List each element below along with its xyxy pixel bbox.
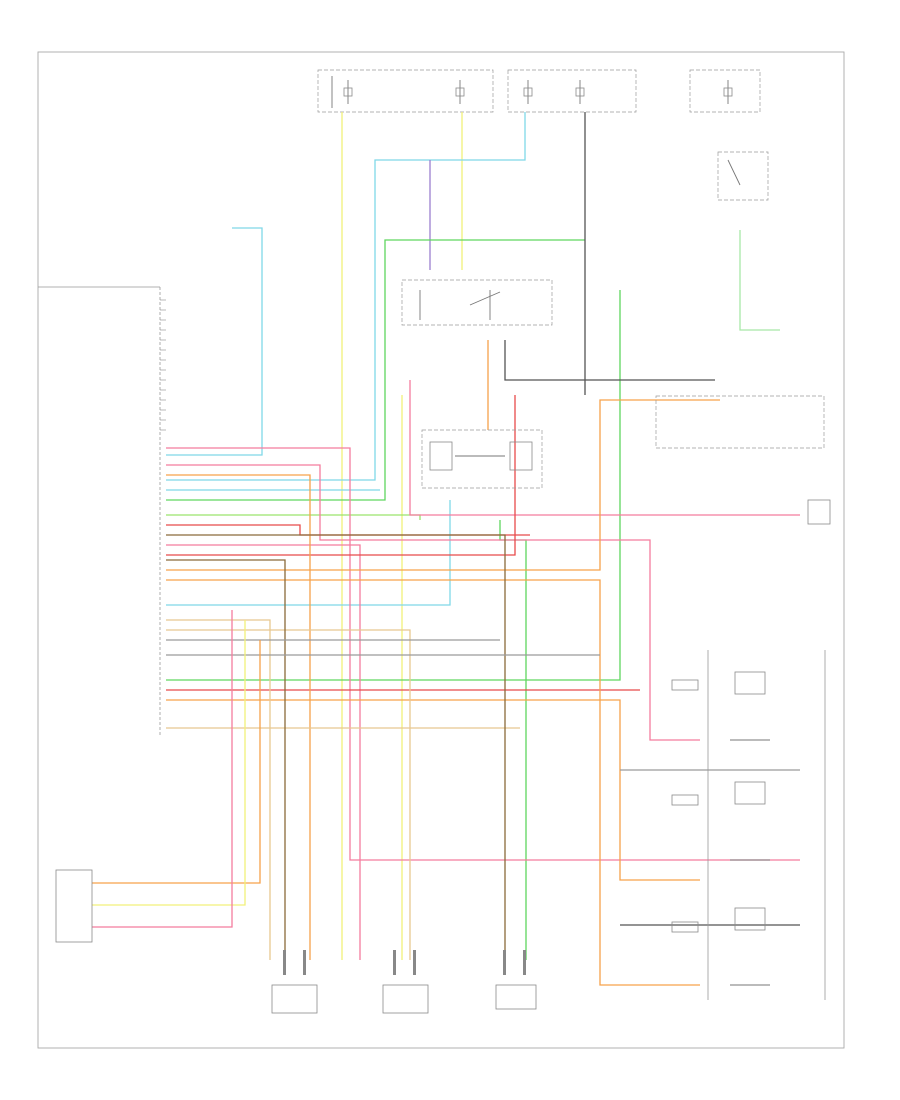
wire-orange-5	[166, 699, 700, 881]
abs-module	[707, 650, 826, 1000]
right-connector-a	[807, 499, 831, 525]
wire-red-1	[166, 524, 530, 536]
right-ground-switch	[655, 395, 825, 449]
wire-cyan-1	[166, 112, 526, 481]
wire-brown-2	[166, 534, 506, 960]
sensor-rear	[495, 950, 537, 1010]
wire-pink-4	[166, 544, 361, 960]
wire-brown-1	[166, 559, 286, 960]
abs-connectors	[671, 679, 699, 933]
wire-harness	[92, 112, 800, 986]
top-fuse-box-middle	[507, 69, 637, 113]
wire-pcm-b2	[92, 620, 246, 906]
wire-cyan-2	[166, 227, 263, 456]
bottom-left-module	[55, 869, 93, 943]
wire-cyan-4	[166, 500, 451, 606]
wire-tan-1	[166, 619, 271, 960]
top-fuse-box-right	[689, 69, 761, 113]
sensor-right-front	[382, 950, 429, 1014]
wire-lightgreen	[739, 230, 780, 331]
relay-box-lower	[421, 429, 543, 489]
relay-box-upper	[401, 279, 553, 326]
wire-tan-2	[166, 629, 411, 960]
wire-green-2	[166, 290, 621, 681]
wire-pcm-b3	[92, 610, 233, 928]
wire-pink-1	[166, 447, 800, 861]
top-fuse-box-left	[317, 69, 494, 113]
pcm-pin-ticks	[160, 299, 166, 431]
wire-green-1	[166, 239, 585, 501]
wire-pink-2	[409, 380, 800, 516]
sensor-left-front	[271, 950, 318, 1014]
wire-black-1	[504, 340, 715, 381]
wire-pcm-b1	[92, 640, 261, 884]
wire-orange-4	[166, 474, 311, 960]
wire-red-3	[166, 395, 516, 556]
wire-lime	[166, 514, 421, 520]
wire-orange-2	[166, 579, 700, 986]
wire-green-3	[499, 520, 527, 960]
right-upper-switch-box	[717, 151, 769, 201]
wire-pink-3	[166, 464, 700, 741]
wire-orange-1	[166, 399, 720, 571]
pcm-module-outline	[38, 286, 161, 735]
diagram-frame	[37, 51, 845, 1049]
